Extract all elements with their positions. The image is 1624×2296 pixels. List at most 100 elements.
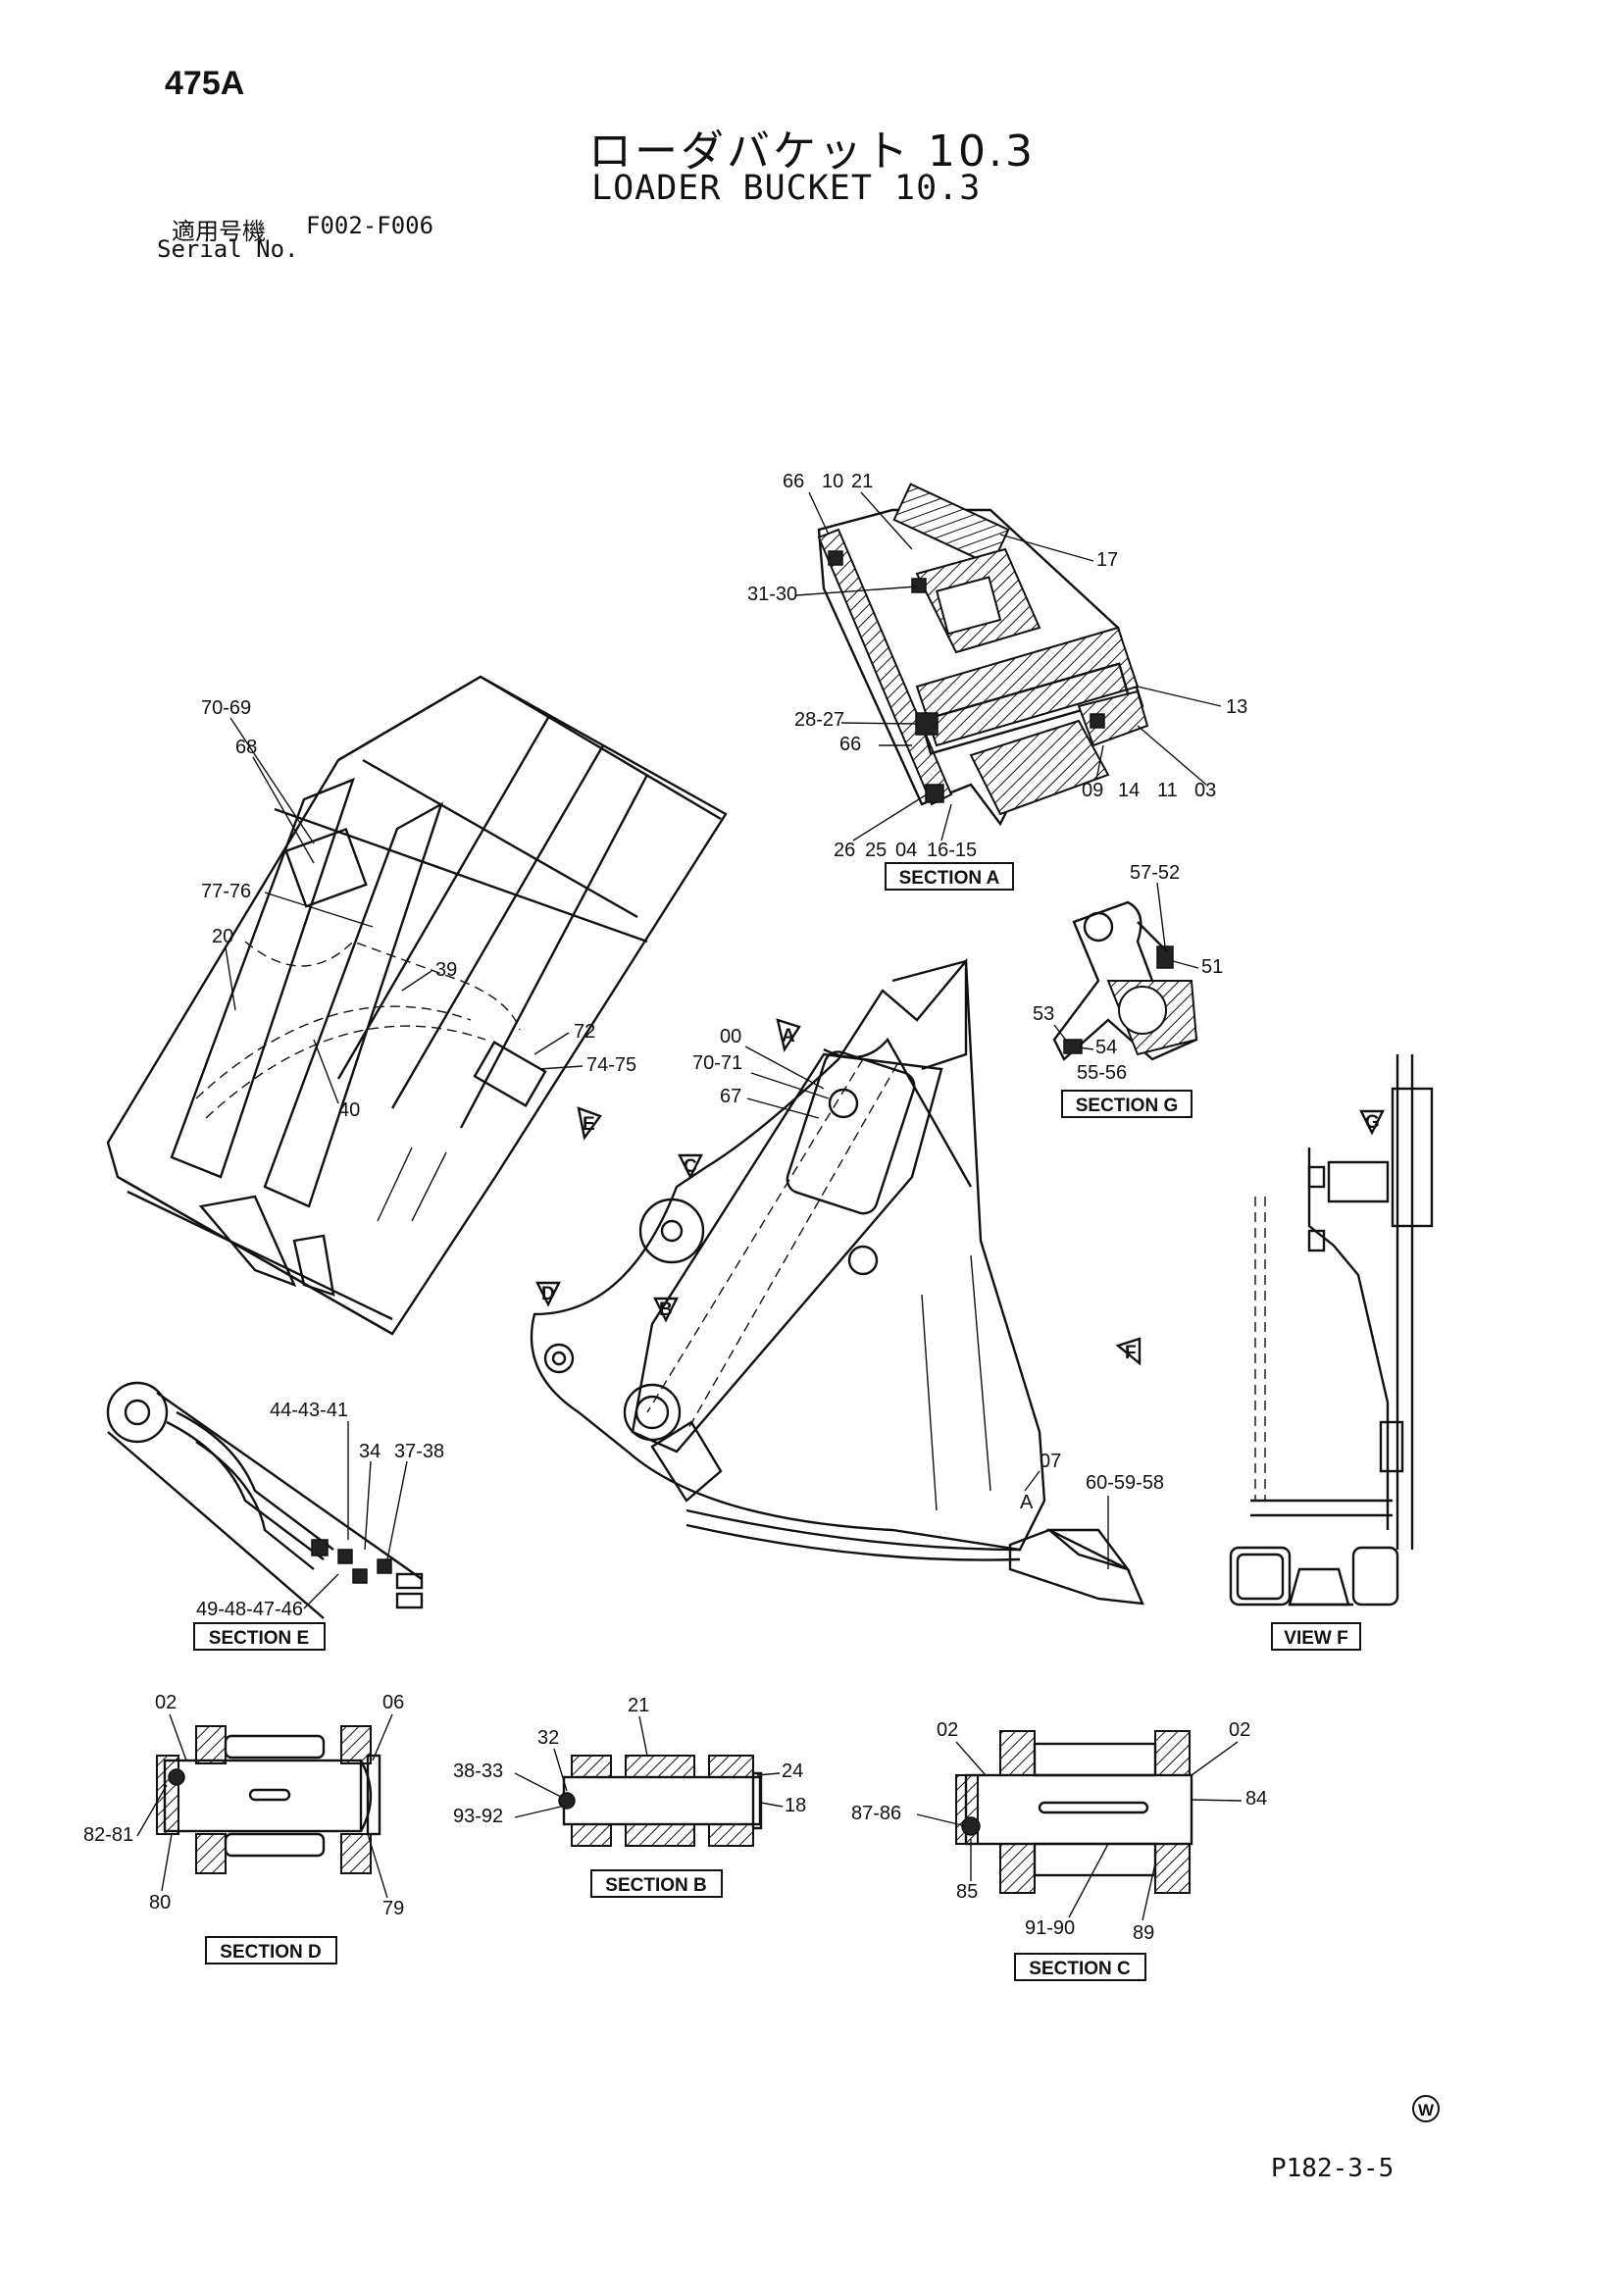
callout: 32 [537, 1727, 559, 1749]
section-d-drawing [156, 1725, 381, 1874]
callout: 85 [956, 1881, 978, 1903]
view-f-drawing [1229, 1054, 1434, 1607]
view-f-label: VIEW F [1284, 1628, 1347, 1649]
callout: 03 [1194, 780, 1216, 801]
section-a-box [885, 862, 1014, 891]
callout: 74-75 [586, 1054, 636, 1076]
callout: 54 [1095, 1037, 1117, 1058]
callout: 21 [628, 1695, 649, 1716]
view-b-arrow [653, 1297, 679, 1323]
callout: 66 [839, 734, 861, 755]
bucket-frame-drawing [106, 675, 728, 1336]
bucket-arm-drawing [530, 957, 1144, 1606]
section-d-label: SECTION D [220, 1942, 321, 1963]
section-e-drawing [106, 1381, 424, 1619]
serial-range: F002-F006 [306, 212, 434, 239]
callout: 87-86 [851, 1803, 901, 1824]
view-letter-a-tooth: A [1020, 1492, 1034, 1513]
callout: 18 [785, 1795, 806, 1816]
callout: 53 [1033, 1003, 1054, 1025]
callout: 34 [359, 1441, 381, 1462]
view-f-box [1271, 1622, 1361, 1651]
callout: 16-15 [927, 840, 977, 861]
callout: 20 [212, 926, 233, 947]
section-b-drawing [558, 1755, 763, 1847]
view-letter-b: B [659, 1300, 673, 1320]
section-c-box [1014, 1953, 1146, 1981]
callout: 28-27 [794, 709, 844, 731]
callout: 02 [155, 1692, 177, 1713]
callout: 72 [574, 1021, 595, 1043]
view-d-arrow [535, 1281, 561, 1307]
section-d-box [205, 1936, 337, 1964]
view-letter-g: G [1365, 1112, 1380, 1133]
callout: 02 [1229, 1719, 1250, 1741]
callout: 93-92 [453, 1806, 503, 1827]
callout: 51 [1201, 956, 1223, 978]
callout: 60-59-58 [1086, 1472, 1164, 1494]
view-letter-e: E [583, 1114, 595, 1135]
callout: 25 [865, 840, 887, 861]
page-id: 475A [165, 65, 245, 102]
callout: 00 [720, 1026, 741, 1047]
page-code: P182-3-5 [1271, 2154, 1395, 2183]
view-e-arrow [577, 1106, 602, 1141]
serial-label-english: Serial No. [157, 235, 299, 263]
callout: 21 [851, 471, 873, 492]
callout: 26 [834, 840, 855, 861]
callout: 40 [338, 1099, 360, 1121]
view-f-callouts: G VIEW F [1271, 1109, 1385, 1651]
view-letter-a: A [782, 1026, 795, 1046]
callout: 07 [1040, 1451, 1061, 1472]
view-letter-d: D [541, 1284, 555, 1304]
section-a-label: SECTION A [899, 868, 1000, 889]
callout: 24 [782, 1760, 803, 1782]
section-g-label: SECTION G [1076, 1096, 1179, 1116]
callout: 55-56 [1077, 1062, 1127, 1084]
callout: 89 [1133, 1922, 1154, 1944]
callout: 39 [435, 959, 457, 981]
bucket-frame-callouts: 70-69 68 77-76 20 39 72 74-75 40 E [201, 697, 636, 1141]
bucket-arm-callouts: 00 70-71 67 07 60-59-58 A C D B F A [535, 1018, 1164, 1569]
view-a-arrow [776, 1018, 801, 1053]
callout: 31-30 [747, 584, 797, 605]
callout: 70-71 [692, 1052, 742, 1074]
callout: 13 [1226, 696, 1247, 718]
callout: 66 [783, 471, 804, 492]
callout: 80 [149, 1892, 171, 1913]
callout: 82-81 [83, 1824, 133, 1846]
serial-label-japanese: 適用号機 [172, 218, 266, 245]
callout: 70-69 [201, 697, 251, 719]
view-f-arrow [1115, 1337, 1142, 1366]
section-g-callouts: 57-52 51 53 54 55-56 SECTION G [1033, 862, 1223, 1118]
callout: 44-43-41 [270, 1400, 348, 1421]
title-english: LOADER BUCKET 10.3 [591, 169, 982, 208]
section-g-drawing [1052, 900, 1198, 1061]
view-letter-c: C [684, 1156, 697, 1177]
section-b-label: SECTION B [605, 1875, 706, 1896]
callout: 67 [720, 1086, 741, 1107]
callout: 09 [1082, 780, 1103, 801]
callout: 68 [235, 737, 257, 758]
view-letter-f: F [1125, 1343, 1137, 1363]
callout: 38-33 [453, 1760, 503, 1782]
section-e-callouts: 44-43-41 34 37-38 49-48-47-46 SECTION E [193, 1400, 444, 1651]
view-g-arrow [1359, 1109, 1385, 1136]
callout: 06 [382, 1692, 404, 1713]
callout: 79 [382, 1898, 404, 1919]
callout: 02 [937, 1719, 958, 1741]
callout: 10 [822, 471, 843, 492]
section-c-callouts: 02 02 84 87-86 85 91-90 89 SECTION C [851, 1719, 1267, 1981]
section-e-box [193, 1622, 326, 1651]
callout: 91-90 [1025, 1917, 1075, 1939]
callout: 57-52 [1130, 862, 1180, 884]
title-japanese: ローダバケット 10.3 [588, 127, 1036, 177]
footer-mark: W [1412, 2095, 1440, 2122]
section-a-callouts: 66 10 21 17 31-30 13 28-27 66 09 14 11 0… [747, 471, 1247, 891]
footer-mark-letter: W [1418, 2101, 1435, 2119]
section-a-drawing [817, 483, 1149, 827]
callout: 17 [1096, 549, 1118, 571]
callout: 37-38 [394, 1441, 444, 1462]
callout: 77-76 [201, 881, 251, 902]
